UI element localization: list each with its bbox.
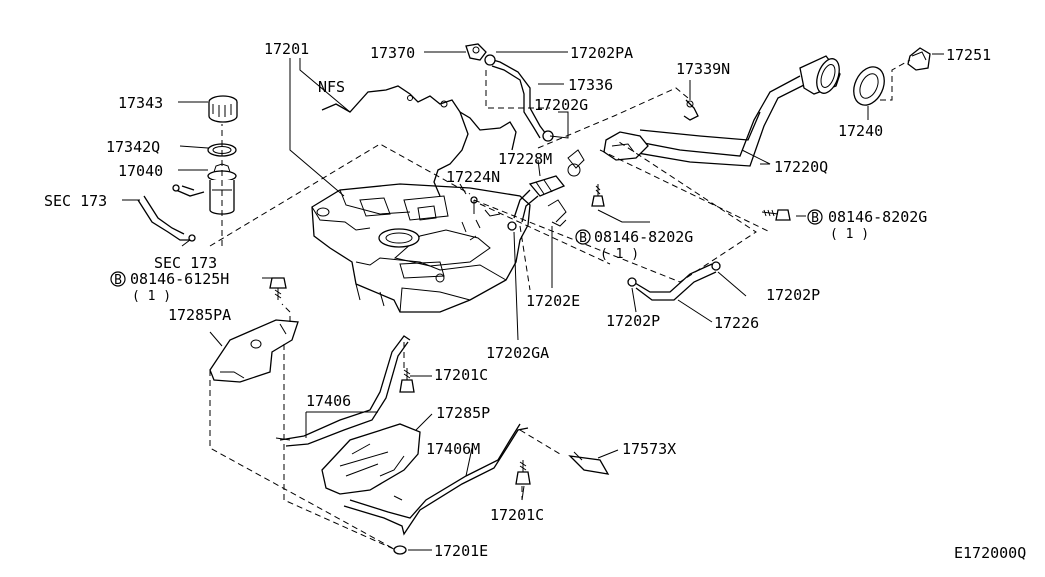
- filler-tube-assembly: [465, 43, 931, 301]
- label-17202g: 17202G: [534, 96, 588, 114]
- label-17251: 17251: [946, 46, 991, 64]
- label-17370: 17370: [370, 44, 415, 62]
- label-17202p-b: 17202P: [606, 312, 660, 330]
- label-17202e: 17202E: [526, 292, 580, 310]
- label-17343: 17343: [118, 94, 163, 112]
- bolt-marker-a: B: [579, 231, 587, 246]
- label-nfs: NFS: [318, 78, 345, 96]
- label-17201c-a: 17201C: [434, 366, 488, 384]
- label-08146-8202g-b-qty: ( 1 ): [830, 227, 869, 242]
- bolt-markers: B B B: [110, 209, 823, 288]
- label-17339n: 17339N: [676, 60, 730, 78]
- label-17202pa: 17202PA: [570, 44, 633, 62]
- label-17201: 17201: [264, 40, 309, 58]
- label-17240: 17240: [838, 122, 883, 140]
- label-08146-6125h-qty: ( 1 ): [132, 289, 171, 304]
- wire-harness: [321, 85, 517, 197]
- label-17224n: 17224N: [446, 168, 500, 186]
- label-sec173-a: SEC 173: [44, 192, 107, 210]
- leader-lines: [122, 51, 944, 551]
- fuel-tank: [311, 183, 531, 313]
- label-17202p-a: 17202P: [766, 286, 820, 304]
- label-sec173-b: SEC 173: [154, 254, 217, 272]
- label-17201e: 17201E: [434, 542, 488, 560]
- bolt-marker-c: B: [114, 273, 122, 288]
- protectors-and-bands: [209, 277, 610, 555]
- label-17406m: 17406M: [426, 440, 480, 458]
- label-17342q: 17342Q: [106, 138, 160, 156]
- label-17573x: 17573X: [622, 440, 676, 458]
- label-17228m: 17228M: [498, 150, 552, 168]
- label-17285pa: 17285PA: [168, 306, 231, 324]
- label-08146-8202g-a: 08146-8202G: [594, 228, 693, 246]
- label-17201c-b: 17201C: [490, 506, 544, 524]
- bolt-marker-b: B: [811, 211, 819, 226]
- label-08146-8202g-a-qty: ( 1 ): [600, 247, 639, 262]
- label-17040: 17040: [118, 162, 163, 180]
- label-17406: 17406: [306, 392, 351, 410]
- label-17226: 17226: [714, 314, 759, 332]
- label-17285p: 17285P: [436, 404, 490, 422]
- label-08146-8202g-b: 08146-8202G: [828, 208, 927, 226]
- label-17202ga: 17202GA: [486, 344, 549, 362]
- label-08146-6125h: 08146-6125H: [130, 270, 229, 288]
- callout-labels: 17201 17370 17202PA 17251 17339N 17336 N…: [44, 40, 1026, 562]
- label-17220q: 17220Q: [774, 158, 828, 176]
- label-17336: 17336: [568, 76, 613, 94]
- diagram-id: E172000Q: [954, 544, 1026, 562]
